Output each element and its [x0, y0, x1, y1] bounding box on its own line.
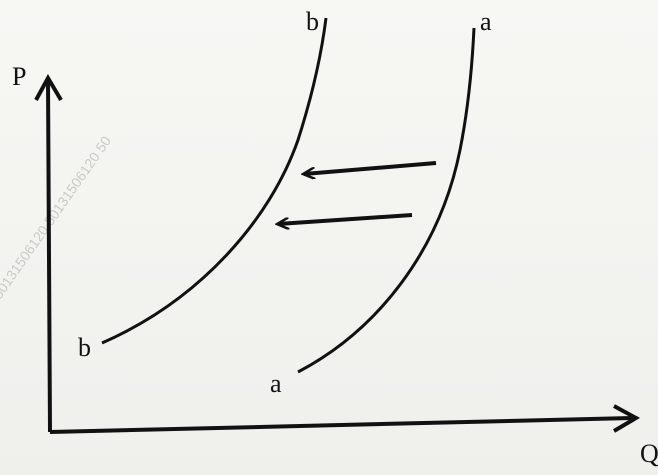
- shifted-curve-bottom-label: b: [78, 333, 91, 362]
- x-axis-label: Q: [640, 439, 658, 468]
- shift-arrow-upper: [304, 161, 437, 174]
- shifted-curve-top-label: b: [306, 7, 319, 36]
- watermark-text: 50131506120 50131506120 50: [0, 133, 114, 302]
- shift-arrow-lower: [278, 213, 413, 224]
- original-curve-bottom-label: a: [270, 369, 282, 398]
- x-axis-arrowhead: [612, 404, 641, 433]
- y-axis-label: P: [12, 62, 26, 91]
- original-curve-top-label: a: [480, 7, 492, 36]
- x-axis: [49, 416, 633, 434]
- y-axis: [46, 81, 52, 433]
- original-supply-curve: [297, 27, 476, 374]
- shifted-supply-curve: [101, 17, 328, 345]
- y-axis-arrowhead: [34, 73, 63, 102]
